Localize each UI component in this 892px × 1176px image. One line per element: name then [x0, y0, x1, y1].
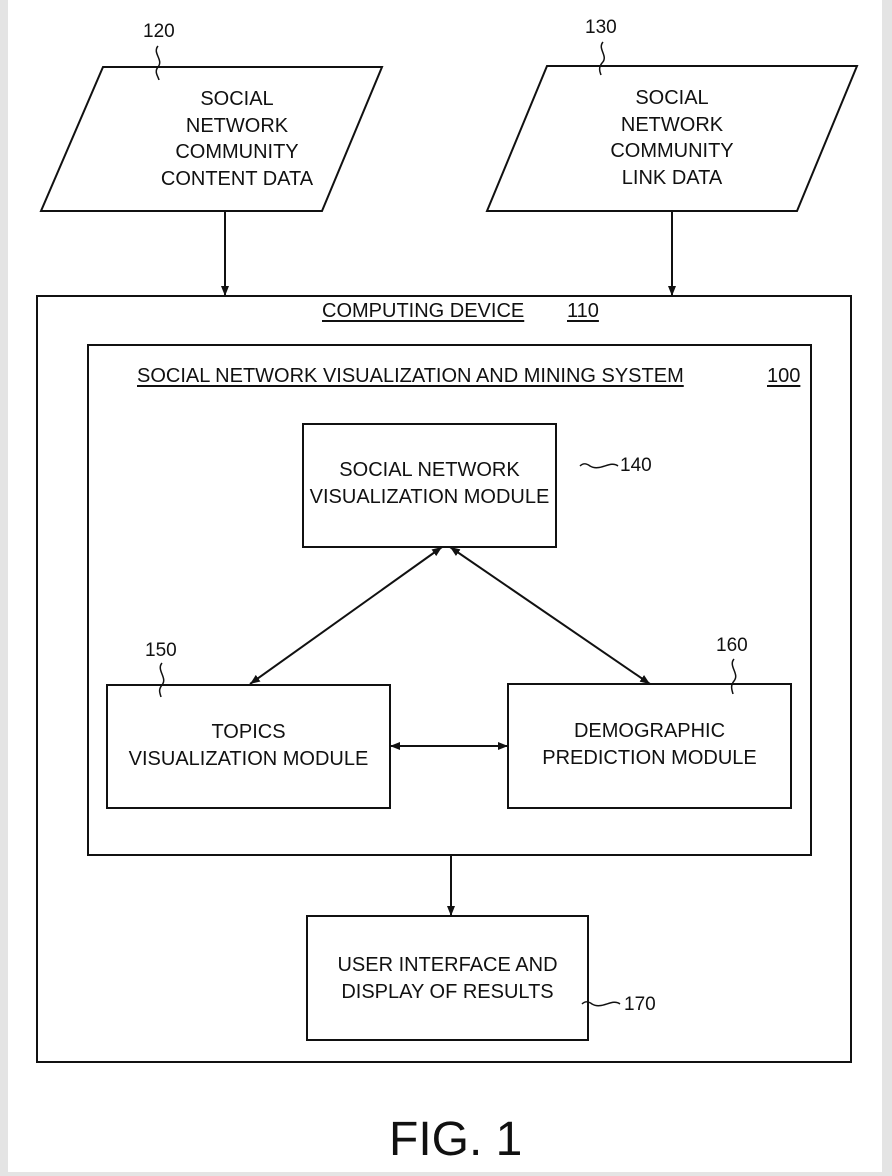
ref-140-leader — [579, 463, 619, 469]
content-data-parallelogram — [39, 66, 384, 212]
link-data-parallelogram — [485, 65, 859, 212]
content-data-ref: 120 — [143, 21, 175, 42]
content-data-label: SOCIAL NETWORK COMMUNITY CONTENT DATA — [160, 88, 314, 190]
user-interface-label: USER INTERFACE AND DISPLAY OF RESULTS — [337, 954, 558, 1003]
demographic-prediction-module-ref: 160 — [716, 635, 748, 656]
svm-demographic-arrow — [449, 546, 651, 685]
ref-150-leader — [158, 662, 165, 698]
social-network-visualization-module-label: SOCIAL NETWORK VISUALIZATION MODULE — [309, 459, 550, 508]
ref-120-leader — [155, 45, 161, 81]
link-data-label: SOCIAL NETWORK COMMUNITY LINK DATA — [610, 87, 734, 189]
system-ref: 100 — [767, 365, 801, 387]
system-box — [87, 344, 812, 856]
user-interface-box — [306, 915, 589, 1041]
ref-170-leader — [581, 1001, 621, 1007]
ref-130-leader — [598, 41, 606, 76]
user-interface-ref: 170 — [624, 994, 656, 1015]
topics-visualization-module-ref: 150 — [145, 640, 177, 661]
topics-visualization-module-label: TOPICS VISUALIZATION MODULE — [128, 721, 369, 770]
patent-drawing-sheet — [8, 0, 882, 1172]
computing-device-ref: 110 — [567, 300, 599, 322]
system-title: SOCIAL NETWORK VISUALIZATION AND MINING … — [137, 365, 684, 387]
computing-device-title: COMPUTING DEVICE — [322, 300, 525, 322]
social-network-visualization-module-ref: 140 — [620, 455, 652, 476]
link-data-ref: 130 — [585, 17, 617, 38]
svm-topics-arrow — [249, 546, 443, 685]
figure-caption: FIG. 1 — [389, 1113, 523, 1166]
computing-device-box — [36, 295, 852, 1063]
ref-160-leader — [730, 658, 737, 695]
demographic-prediction-module-label: DEMOGRAPHIC PREDICTION MODULE — [542, 720, 757, 769]
